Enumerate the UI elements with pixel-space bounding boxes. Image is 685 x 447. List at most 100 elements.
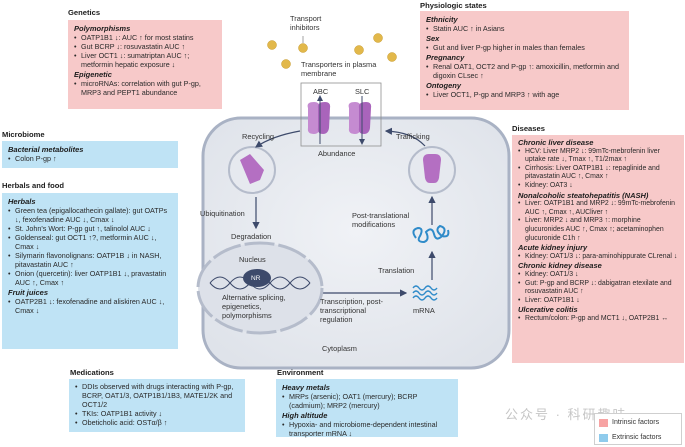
ptm-label: Post-translational modifications [352,211,410,229]
list-item: St. John's Wort: P-gp gut ↑, talinolol A… [8,224,173,233]
list-item: Rectum/colon: P-gp and MCT1 ↓, OATP2B1 ↔ [518,315,679,324]
group-heading: Ontogeny [426,81,461,90]
nucleus [196,241,324,335]
protein-coil-icon [412,224,450,244]
list-item: Gut and liver P-gp higher in males than … [426,43,624,52]
inhibitor-dots [267,33,397,69]
group-heading: Sex [426,34,440,43]
group-heading: Pregnancy [426,53,465,62]
list-item: OATP2B1 ↓: fexofenadine and aliskiren AU… [8,297,173,315]
list-item: Cirrhosis: Liver OATP1B1 ↓: repaglinide … [518,165,679,182]
group-heading: High altitude [282,411,328,420]
list-item: MRPs (arsenic); OAT1 (mercury); BCRP (ca… [282,392,453,410]
mrna-label: mRNA [413,306,435,315]
group-heading: Herbals [8,197,36,206]
dna-icon [209,276,311,290]
group-heading: Acute kidney injury [518,243,588,253]
abc-transporter-icon [307,95,331,144]
group-heading: Fruit juices [8,288,49,297]
list-item: Liver: OATP1B1 and MRP2 ↓: 99mTc-mebrofe… [518,200,679,217]
list-item: Gut BCRP ↓: rosuvastatin AUC ↑ [74,42,217,51]
transporters-membrane-label: Transporters in plasma membrane [301,60,377,78]
inhibitor-icon [373,33,383,43]
list-item: Onion (quercetin): liver OATP1B1 ↓, prav… [8,269,173,287]
list-item: Green tea (epigallocathecin gallate): gu… [8,206,173,224]
group-heading: Nonalcoholic steatohepatitis (NASH) [518,190,649,200]
legend-item-intrinsic: Intrinsic factors [599,416,681,429]
list-item: Kidney: OAT1/3 ↓: para-aminohippurate CL… [518,253,679,262]
list-item: Liver: OATP1B1 ↓ [518,297,679,306]
abundance-label: Abundance [318,149,356,158]
list-item: OATP1B1 ↓: AUC ↑ for most statins [74,33,217,42]
inhibitor-icon [281,59,291,69]
inhibitor-icon [354,45,364,55]
list-item: Hypoxia- and microbiome-dependent intest… [282,420,453,438]
list-item: Kidney: OAT1/3 ↓ [518,271,679,280]
mrna-icon [412,285,438,301]
group-heading: Ethnicity [426,15,458,24]
extrinsic-swatch [599,433,608,442]
list-item: Silymarin flavonolignans: OATP1B ↓ in NA… [8,251,173,269]
legend: Intrinsic factors Extrinsic factors [594,413,682,445]
cytoplasm-label: Cytoplasm [322,344,357,353]
nucleus-label: Nucleus [239,255,266,264]
group-heading: Bacterial metabolites [8,145,84,154]
list-item: Renal OAT1, OCT2 and P-gp ↑: amoxicillin… [426,62,624,80]
microbiome-box: Bacterial metabolites Colon P-gp ↑ [2,141,178,168]
physiologic-box: Ethnicity Statin AUC ↑ in Asians Sex Gut… [420,11,629,110]
group-heading: Heavy metals [282,383,330,392]
list-item: Statin AUC ↑ in Asians [426,24,624,33]
ubiquitination-label: Ubiquitination [200,209,245,218]
group-heading: Epigenetic [74,70,112,79]
inhibitor-icon [267,40,277,50]
physiologic-title: Physiologic states [420,1,487,10]
abc-label: ABC [313,87,329,96]
group-heading: Polymorphisms [74,24,131,33]
environment-box: Heavy metals MRPs (arsenic); OAT1 (mercu… [276,379,458,438]
list-item: Goldenseal: gut OCT1 ↑?, metformin AUC ↓… [8,233,173,251]
list-item: Liver: MRP2 ↓ and MRP3 ↑: morphine glucu… [518,217,679,243]
transporter-box [300,82,382,147]
inhibitor-icon [387,52,397,62]
group-heading: Chronic liver disease [518,138,594,147]
legend-label: Extrinsic factors [612,434,662,441]
translation-label: Translation [378,266,415,275]
microbiome-title: Microbiome [2,130,45,139]
slc-label: SLC [355,87,370,96]
trafficking-label: Trafficking [396,132,430,141]
medications-box: DDIs observed with drugs interacting wit… [69,379,245,432]
group-heading: Ulcerative colitis [518,305,578,315]
legend-item-extrinsic: Extrinsic factors [599,431,681,444]
list-item: Obeticholic acid: OSTα/β ↑ [75,418,240,427]
list-item: Liver OCT1 ↓: sumatriptan AUC ↑; metform… [74,51,217,69]
medications-title: Medications [70,368,114,377]
herbals-box: Herbals Green tea (epigallocathecin gall… [2,193,178,349]
list-item: Liver OCT1, P-gp and MRP3 ↑ with age [426,90,624,99]
splicing-label: Alternative splicing, epigenetics, polym… [222,293,286,320]
transcription-label: Transcription, post-transcriptional regu… [320,297,383,324]
transport-inhibitors-label: Transport inhibitors [290,14,322,32]
group-heading: Chronic kidney disease [518,261,602,271]
diseases-title: Diseases [512,124,545,133]
genetics-box: Polymorphisms OATP1B1 ↓: AUC ↑ for most … [68,20,222,109]
diseases-box: Chronic liver disease HCV: Liver MRP2 ↓:… [512,135,684,363]
vesicle-transporter-icon [240,154,264,184]
list-item: microRNAs: correlation with gut P-gp, MR… [74,79,217,97]
list-item: DDIs observed with drugs interacting wit… [75,382,240,409]
inhibitor-icon [298,43,308,53]
recycling-label: Recycling [242,132,275,141]
genetics-title: Genetics [68,8,101,17]
list-item: Kidney: OAT3 ↓ [518,182,679,191]
environment-title: Environment [277,368,324,377]
list-item: Gut: P-gp and BCRP ↓: dabigatran etexila… [518,280,679,297]
list-item: TKIs: OATP1B1 activity ↓ [75,409,240,418]
intrinsic-swatch [599,418,608,427]
slc-transporter-icon [348,96,372,145]
vesicle-transporter-icon [423,154,441,183]
list-item: HCV: Liver MRP2 ↓: 99mTc-mebrofenin live… [518,148,679,165]
legend-label: Intrinsic factors [612,419,660,426]
list-item: Colon P-gp ↑ [8,154,173,163]
nr-label: NR [251,275,261,282]
degradation-label: Degradation [231,232,272,241]
